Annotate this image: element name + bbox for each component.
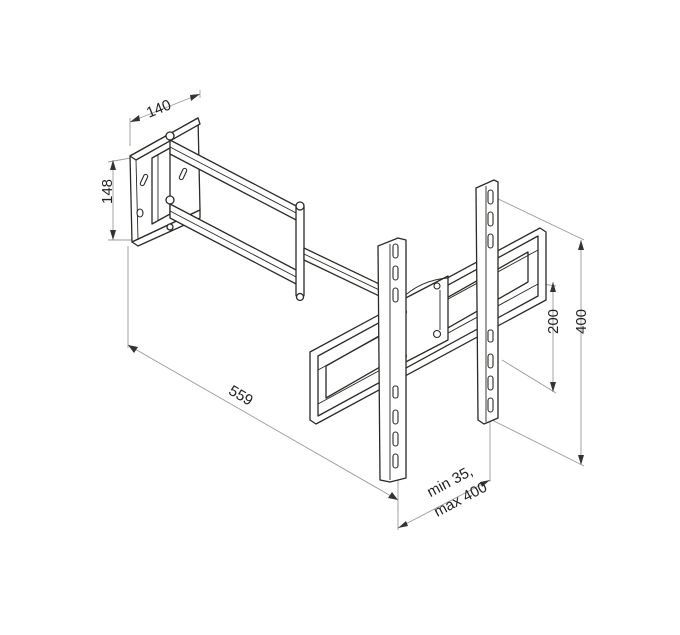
label-wall-plate-width: 140: [144, 96, 174, 121]
swing-arms: [169, 139, 397, 305]
dim-wall-plate-width: [129, 90, 201, 146]
label-vesa-vertical-inner: 200: [545, 309, 562, 334]
dim-vesa-horizontal: [397, 420, 491, 530]
label-vesa-vertical-outer: 400: [573, 309, 590, 334]
label-wall-plate-height: 148: [99, 179, 116, 204]
tv-crossbar-frame: [309, 227, 547, 425]
dimension-lines: [107, 90, 585, 530]
vertical-tv-rail-right: [475, 179, 499, 425]
dim-vesa-vertical-outer: [491, 195, 585, 467]
vertical-tv-rail-left: [377, 237, 407, 483]
label-max-extension: 559: [226, 382, 256, 409]
